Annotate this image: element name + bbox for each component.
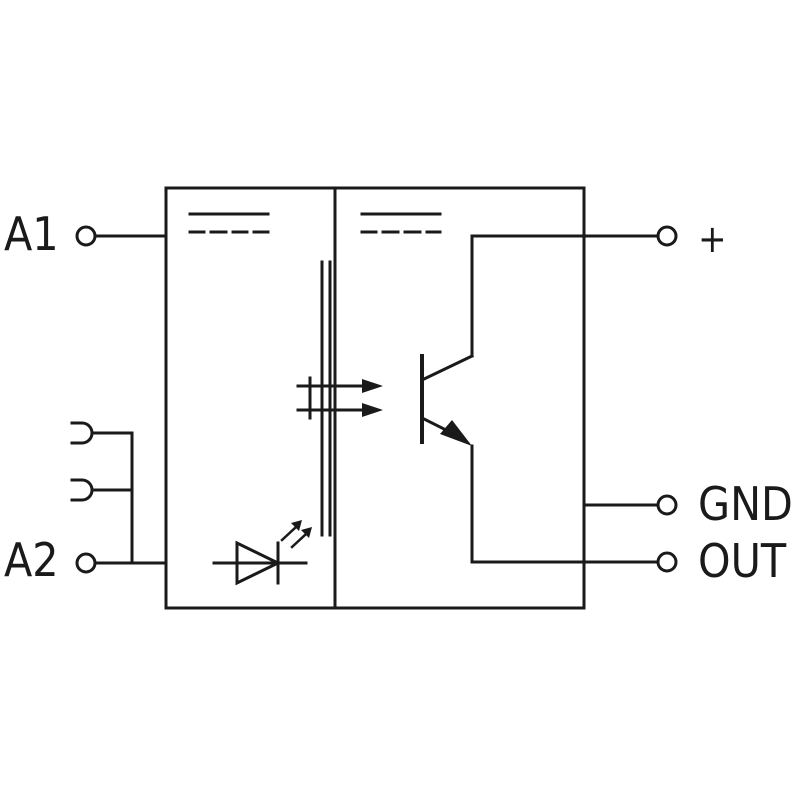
optical-barrier xyxy=(320,260,332,537)
terminal-out-label: OUT xyxy=(698,534,787,588)
terminal-gnd-label: GND xyxy=(698,477,793,531)
light-emission-icon xyxy=(280,520,312,549)
terminal-gnd-pin[interactable] xyxy=(656,494,678,516)
terminal-out-pin[interactable] xyxy=(656,551,678,573)
output-wiring xyxy=(470,234,660,564)
light-reception-icon xyxy=(296,376,383,420)
terminal-plus-label: + xyxy=(698,217,727,261)
dc-symbol-icon xyxy=(360,212,442,234)
enclosure-box xyxy=(164,186,586,610)
terminal-plus-pin[interactable] xyxy=(656,225,678,247)
npn-transistor-icon xyxy=(419,353,475,446)
plug-contact-icon xyxy=(70,421,134,565)
terminal-a2-label: A2 xyxy=(4,533,59,587)
terminal-a2-pin[interactable] xyxy=(75,552,97,574)
led-icon xyxy=(212,540,308,586)
terminal-a1-pin[interactable] xyxy=(75,225,97,247)
dc-symbol-icon xyxy=(188,212,270,234)
terminal-a1-label: A1 xyxy=(4,207,59,261)
